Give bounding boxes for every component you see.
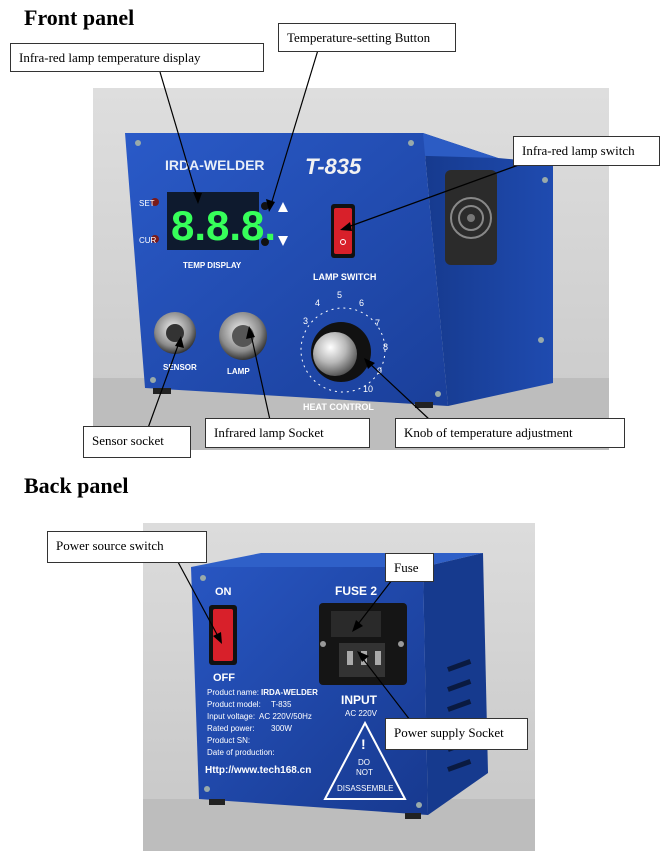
dial-number: 8 — [383, 342, 388, 352]
fuse-label: FUSE 2 — [335, 584, 377, 598]
lamp-switch-label: LAMP SWITCH — [313, 272, 376, 282]
temp-up-button[interactable] — [261, 202, 269, 210]
model-logo: T-835 — [305, 154, 362, 179]
brand-label: IRDA-WELDER — [165, 157, 265, 173]
nameplate-product-model-value: T-835 — [271, 700, 292, 709]
temperature-display — [167, 192, 259, 250]
input-label: INPUT — [341, 693, 378, 707]
nameplate-rated-power-value: 300W — [271, 724, 292, 733]
input-voltage-label: AC 220V — [345, 709, 378, 718]
nameplate: Product name: IRDA-WELDER Product model:… — [205, 688, 318, 776]
back-panel-photo: ON OFF FUSE 2 INPUT AC 220V Product name… — [143, 523, 535, 851]
dial-number: 4 — [315, 298, 320, 308]
callout-fuse: Fuse — [385, 553, 434, 582]
front-panel-title: Front panel — [24, 5, 135, 30]
callout-infrared-lamp-socket: Infrared lamp Socket — [205, 418, 370, 448]
back-panel-title: Back panel — [24, 473, 129, 498]
dial-number: 6 — [359, 298, 364, 308]
lamp-label: LAMP — [227, 367, 250, 376]
cur-indicator-led — [151, 235, 159, 243]
callout-temperature-setting-button: Temperature-setting Button — [278, 23, 456, 52]
nameplate-input-voltage-label: Input voltage: — [207, 712, 255, 721]
nameplate-input-voltage-value: AC 220V/50Hz — [259, 712, 312, 721]
set-label: SET — [139, 199, 155, 208]
fuse-holder[interactable] — [331, 611, 381, 637]
dial-number: 3 — [303, 316, 308, 326]
nameplate-product-model-label: Product model: — [207, 700, 261, 709]
dial-number: 7 — [375, 318, 380, 328]
callout-power-supply-socket: Power supply Socket — [385, 718, 528, 750]
display-digits: 8.8.8. — [171, 202, 276, 249]
dial-number: 10 — [363, 384, 373, 394]
temp-display-label: TEMP DISPLAY — [183, 261, 242, 270]
exclamation-icon: ! — [361, 736, 366, 752]
callout-knob-temperature-adjustment: Knob of temperature adjustment — [395, 418, 625, 448]
warning-line-2: NOT — [356, 768, 373, 777]
nameplate-product-name-value: IRDA-WELDER — [261, 688, 318, 697]
on-label: ON — [215, 586, 232, 598]
callout-lamp-switch: Infra-red lamp switch — [513, 136, 660, 166]
nameplate-product-sn-label: Product SN: — [207, 736, 250, 745]
temp-down-button[interactable] — [261, 238, 269, 246]
heat-control-label: HEAT CONTROL — [303, 402, 374, 412]
cur-label: CUR — [139, 236, 157, 245]
nameplate-date-label: Date of production: — [207, 748, 275, 757]
warning-triangle: ! DO NOT DISASSEMBLE — [323, 720, 407, 800]
warning-line-3: DISASSEMBLE — [337, 784, 393, 793]
fan-grill — [445, 170, 497, 265]
nameplate-url: Http://www.tech168.cn — [205, 765, 311, 776]
callout-sensor-socket: Sensor socket — [83, 426, 191, 458]
dial-number: 5 — [337, 290, 342, 300]
callout-power-source-switch: Power source switch — [47, 531, 207, 563]
off-label: OFF — [213, 672, 235, 684]
down-arrow-icon — [278, 236, 288, 246]
callout-temperature-display: Infra-red lamp temperature display — [10, 43, 264, 72]
set-indicator-led — [151, 198, 159, 206]
warning-line-1: DO — [358, 758, 370, 767]
dial-number: 9 — [377, 366, 382, 376]
nameplate-rated-power-label: Rated power: — [207, 724, 255, 733]
sensor-label: SENSOR — [163, 363, 197, 372]
back-device-image: ON OFF FUSE 2 INPUT AC 220V Product name… — [143, 523, 535, 851]
nameplate-product-name-label: Product name: — [207, 688, 259, 697]
